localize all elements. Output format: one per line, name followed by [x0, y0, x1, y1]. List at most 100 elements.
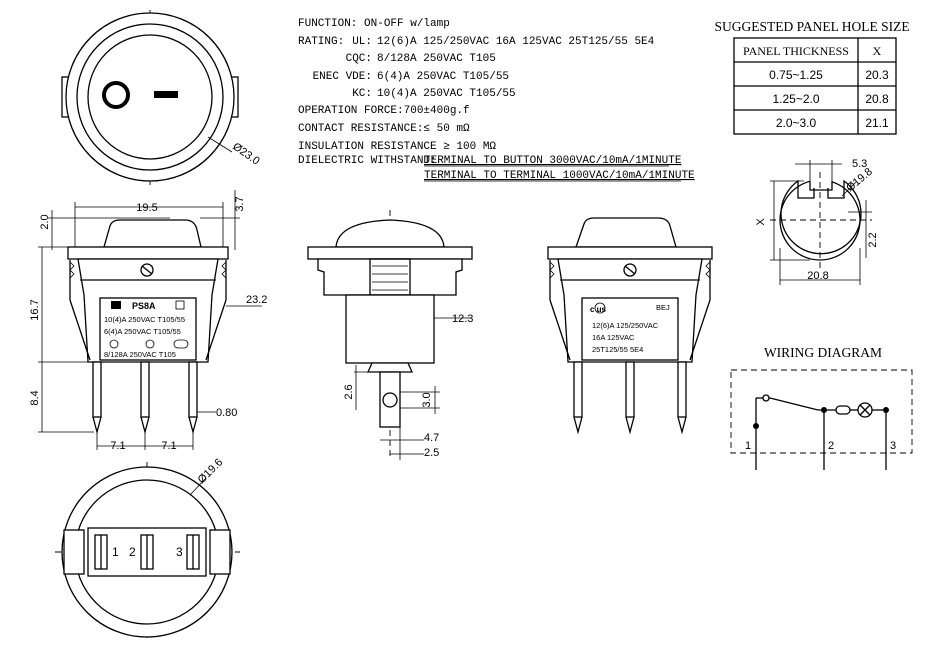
spec-function: FUNCTION: ON-OFF w/lamp — [298, 18, 450, 30]
spec-dielectric-line2: TERMINAL TO TERMINAL 1000VAC/10mA/1MINUT… — [424, 170, 695, 182]
rear-rocker — [575, 217, 677, 248]
side-rocker — [335, 219, 445, 248]
brand-logo-icon — [111, 301, 121, 309]
switch-arm — [769, 397, 819, 411]
leader — [841, 181, 857, 197]
wiring-diagram: WIRING DIAGRAM 1 2 3 — [730, 345, 913, 470]
front-rise-label: 2.0 — [39, 214, 51, 229]
side-pin-hole — [382, 392, 398, 408]
table-cell-thickness: 1.25~2.0 — [772, 92, 819, 106]
rear-clip-left — [549, 260, 571, 361]
front-pitch-1: 7.1 — [110, 440, 125, 452]
clip-serration — [549, 261, 555, 279]
hole-diameter-label: Ø19.8 — [844, 166, 875, 194]
front-clip-right — [205, 260, 227, 361]
switch-pivot — [762, 394, 770, 402]
rear-body — [557, 258, 703, 363]
front-label-line3: 8/128A 250VAC T105 — [104, 350, 176, 359]
kc-icon — [145, 339, 155, 349]
front-rocker — [103, 219, 202, 248]
front-body — [77, 258, 219, 363]
spec-block: FUNCTION: ON-OFF w/lamp RATING: UL: 12(6… — [298, 18, 695, 182]
table-header-thickness: PANEL THICKNESS — [743, 44, 849, 58]
hole-x-label: X — [755, 218, 767, 226]
clip-serration — [221, 261, 227, 279]
side-bezel — [307, 246, 473, 260]
top-bezel-inner — [76, 23, 224, 171]
front-pin-length-label: 8.4 — [29, 390, 41, 405]
vde-icon — [109, 339, 119, 349]
off-symbol-icon — [102, 81, 130, 109]
spec-kc-label: KC: — [352, 88, 372, 100]
front-bezel-label: 23.2 — [246, 294, 267, 306]
rear-label-ul: c us — [590, 305, 607, 314]
side-pin-height-label: 3.0 — [421, 392, 433, 407]
cert-icon — [175, 300, 185, 310]
resistor-icon — [835, 405, 851, 415]
clip-serration — [69, 261, 75, 279]
table-header-x: X — [873, 44, 882, 58]
spec-cqc-value: 8/128A 250VAC T105 — [377, 53, 496, 65]
bottom-view: 1 2 3 Ø19.6 — [55, 456, 240, 642]
table-cell-thickness: 0.75~1.25 — [769, 68, 823, 82]
front-rocker-label: 3.7 — [234, 196, 246, 211]
front-width-label: 19.5 — [136, 202, 157, 214]
table-cell-x: 21.1 — [865, 116, 889, 130]
spec-kc-value: 10(4)A 250VAC T105/55 — [377, 88, 516, 100]
lamp-cross — [859, 404, 871, 416]
side-pin-width-label: 4.7 — [424, 432, 439, 444]
hole-key-mask — [810, 178, 832, 188]
top-view: Ø23.0 — [61, 10, 262, 185]
front-label-brand: PS8A — [132, 301, 156, 311]
side-base — [366, 362, 414, 373]
rear-label-line1: 12(6)A 125/250VAC — [592, 321, 659, 330]
cqc-icon — [173, 339, 189, 349]
side-pin-depth-label: 2.5 — [424, 447, 439, 459]
spec-enec-value: 6(4)A 250VAC T105/55 — [377, 71, 509, 83]
top-rocker — [87, 34, 213, 160]
side-pin — [379, 371, 401, 428]
spec-contact-resistance: CONTACT RESISTANCE:≤ 50 mΩ — [298, 123, 470, 135]
front-view: 19.5 3.7 2.0 PS8A 10(4)A 250VAC T105/55 … — [29, 190, 267, 452]
top-diameter-label: Ø23.0 — [230, 141, 261, 168]
rear-label-line3: 25T125/55 5E4 — [592, 345, 643, 354]
front-pin-1 — [92, 361, 102, 418]
rear-label-line2: 16A 125VAC — [592, 333, 635, 342]
clip-serration — [705, 261, 711, 279]
front-clip-left — [69, 260, 91, 361]
wiring-terminal-1: 1 — [745, 440, 751, 452]
panel-hole-table: SUGGESTED PANEL HOLE SIZE PANEL THICKNES… — [714, 19, 910, 135]
leader — [207, 136, 233, 153]
ul-mark-icon — [594, 302, 606, 314]
spec-insulation-resistance: INSULATION RESISTANCE ≥ 100 MΩ — [298, 141, 496, 153]
pin-tip — [188, 416, 198, 435]
pin-tip — [573, 416, 583, 435]
front-pin-3 — [188, 361, 198, 418]
hole-width-label: 5.3 — [852, 158, 867, 170]
front-height-label: 16.7 — [29, 299, 41, 320]
rear-label — [581, 297, 679, 361]
rear-pin-1 — [573, 361, 583, 418]
wiring-terminal-2: 2 — [828, 440, 834, 452]
screw-slot — [624, 265, 636, 275]
on-symbol-icon — [154, 91, 178, 98]
side-pin-offset-label: 2.6 — [343, 384, 355, 399]
spec-dielectric-label: DIELECTRIC WITHSTAND: — [298, 155, 437, 167]
spec-enec-label: ENEC VDE: — [313, 71, 372, 83]
rear-clip-right — [689, 260, 711, 361]
panel-table-title: SUGGESTED PANEL HOLE SIZE — [714, 19, 909, 34]
hole-flat-label: 2.2 — [867, 232, 879, 247]
side-body — [345, 294, 435, 364]
rear-bezel — [547, 246, 713, 260]
spec-operation-force: OPERATION FORCE:700±400g.f — [298, 105, 470, 117]
wiring-frame — [730, 369, 913, 454]
table-cell-x: 20.8 — [865, 92, 889, 106]
bottom-tab-right — [209, 529, 231, 575]
front-bezel — [67, 246, 229, 260]
rear-pin-2 — [625, 361, 635, 418]
bottom-terminal-label-1: 1 — [112, 545, 119, 559]
spec-ul-value: 12(6)A 125/250VAC 16A 125VAC 25T125/55 5… — [377, 36, 655, 48]
pin-tip — [92, 416, 102, 435]
pin-tip — [140, 416, 150, 435]
